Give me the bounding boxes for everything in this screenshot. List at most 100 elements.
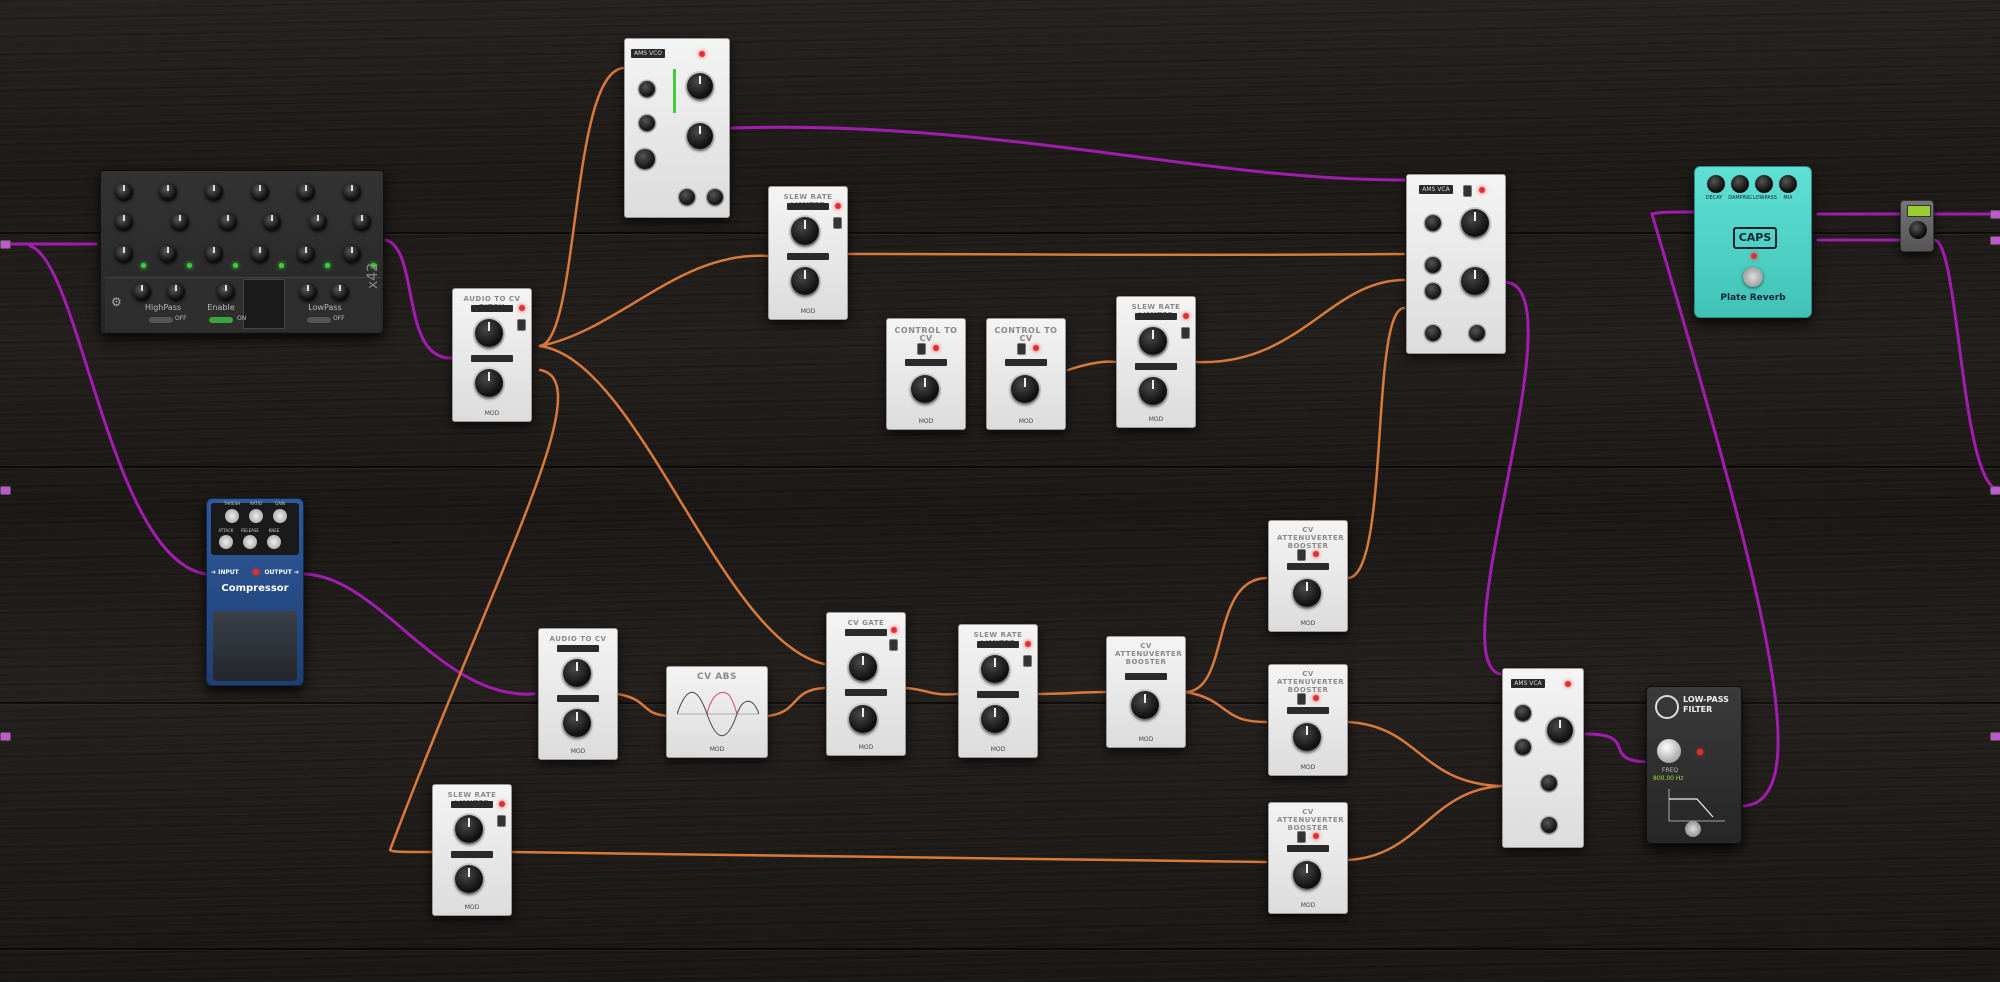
footswitch[interactable] (1743, 267, 1763, 287)
audio-to-cv-pedal[interactable]: AUDIO TO CV MOD (538, 628, 618, 760)
knob[interactable] (167, 283, 185, 301)
knob[interactable] (563, 709, 591, 737)
toggle-switch[interactable] (917, 343, 926, 355)
knob[interactable] (115, 213, 133, 231)
knob[interactable] (331, 283, 349, 301)
cv-attenuverter-booster-pedal[interactable]: CV ATTENUVERTER BOOSTER MOD (1268, 664, 1348, 776)
release-knob[interactable] (243, 535, 257, 549)
knob[interactable] (1541, 775, 1557, 791)
knob[interactable] (791, 267, 819, 295)
ams-vca-pedal[interactable]: AMS VCA (1502, 668, 1584, 848)
knob[interactable] (1425, 257, 1441, 273)
decay-knob[interactable] (1707, 175, 1725, 193)
knob[interactable] (251, 245, 269, 263)
toggle-switch[interactable] (833, 217, 842, 229)
control-to-cv-pedal[interactable]: CONTROL TO CV MOD (986, 318, 1066, 430)
knob[interactable] (115, 245, 133, 263)
cv-attenuverter-booster-pedal[interactable]: CV ATTENUVERTER BOOSTER MOD (1268, 520, 1348, 632)
knob[interactable] (217, 283, 235, 301)
highpass-switch[interactable] (149, 317, 173, 323)
footswitch[interactable] (1685, 821, 1701, 837)
settings-icon[interactable]: ⚙ (111, 295, 122, 309)
cv-attenuverter-booster-pedal[interactable]: CV ATTENUVERTER BOOSTER MOD (1106, 636, 1186, 748)
knob[interactable] (115, 183, 133, 201)
knob[interactable] (1293, 861, 1321, 889)
knob[interactable] (219, 213, 237, 231)
low-pass-filter-pedal[interactable]: LOW-PASS FILTER FREQ 800.00 Hz (1646, 686, 1742, 844)
main-knob[interactable] (687, 123, 713, 149)
knob[interactable] (297, 183, 315, 201)
knee-knob[interactable] (267, 535, 281, 549)
control-to-cv-pedal[interactable]: CONTROL TO CV MOD (886, 318, 966, 430)
board-input-jack[interactable] (0, 240, 11, 249)
knob[interactable] (981, 705, 1009, 733)
board-input-jack[interactable] (0, 732, 11, 741)
knob[interactable] (1139, 327, 1167, 355)
knob[interactable] (1541, 817, 1557, 833)
main-knob[interactable] (687, 73, 713, 99)
threshold-knob[interactable] (225, 509, 239, 523)
knob[interactable] (1139, 377, 1167, 405)
knob[interactable] (159, 183, 177, 201)
attack-knob[interactable] (219, 535, 233, 549)
enable-switch[interactable] (209, 317, 233, 323)
knob[interactable] (263, 213, 281, 231)
knob[interactable] (309, 213, 327, 231)
knob[interactable] (343, 245, 361, 263)
knob[interactable] (205, 183, 223, 201)
knob[interactable] (171, 213, 189, 231)
knob[interactable] (1469, 325, 1485, 341)
knob[interactable] (679, 189, 695, 205)
knob[interactable] (1011, 375, 1039, 403)
knob[interactable] (343, 183, 361, 201)
knob[interactable] (1515, 739, 1531, 755)
knob[interactable] (299, 283, 317, 301)
knob[interactable] (1515, 705, 1531, 721)
cv-abs-pedal[interactable]: CV ABS MOD (666, 666, 768, 758)
board-output-jack[interactable] (1990, 236, 2000, 245)
toggle-switch[interactable] (497, 815, 506, 827)
knob[interactable] (849, 705, 877, 733)
main-knob[interactable] (1547, 717, 1573, 743)
cv-gate-pedal[interactable]: CV GATE MOD (826, 612, 906, 756)
board-input-jack[interactable] (0, 486, 11, 495)
main-knob[interactable] (1461, 267, 1489, 295)
audio-to-cv-pitch-pedal[interactable]: AUDIO TO CV PITCH MOD (452, 288, 532, 422)
knob[interactable] (1131, 691, 1159, 719)
knob[interactable] (635, 149, 655, 169)
knob[interactable] (297, 245, 315, 263)
toggle-switch[interactable] (889, 639, 898, 651)
knob[interactable] (1425, 215, 1441, 231)
toggle-switch[interactable] (1023, 655, 1032, 667)
knob[interactable] (849, 653, 877, 681)
toggle-switch[interactable] (1181, 327, 1190, 339)
knob[interactable] (1293, 579, 1321, 607)
knob[interactable] (159, 245, 177, 263)
knob[interactable] (1909, 221, 1927, 239)
slew-rate-limiter-pedal[interactable]: SLEW RATE LIMITER MOD (432, 784, 512, 916)
slew-rate-limiter-pedal[interactable]: SLEW RATE LIMITER MOD (1116, 296, 1196, 428)
plate-reverb-pedal[interactable]: DECAY DAMPING LOWPASS MIX CAPS Plate Rev… (1694, 166, 1812, 318)
toggle-switch[interactable] (1463, 185, 1472, 197)
board-output-jack[interactable] (1990, 486, 2000, 495)
knob[interactable] (1293, 723, 1321, 751)
toggle-switch[interactable] (1297, 549, 1306, 561)
knob[interactable] (475, 369, 503, 397)
ams-vca-pedal[interactable]: AMS VCA (1406, 174, 1506, 354)
knob[interactable] (1425, 325, 1441, 341)
frequency-knob[interactable] (1657, 739, 1681, 763)
knob[interactable] (205, 245, 223, 263)
knob[interactable] (791, 217, 819, 245)
knob[interactable] (639, 81, 655, 97)
knob[interactable] (707, 189, 723, 205)
knob[interactable] (911, 375, 939, 403)
compressor-pedal[interactable]: THRESH RATIO GAIN ATTACK RELEASE KNEE ➔ … (206, 498, 304, 686)
knob[interactable] (353, 213, 371, 231)
slew-rate-limiter-pedal[interactable]: SLEW RATE LIMITER MOD (958, 624, 1038, 758)
toggle-switch[interactable] (517, 319, 526, 331)
knob[interactable] (475, 319, 503, 347)
knob[interactable] (455, 815, 483, 843)
knob[interactable] (639, 115, 655, 131)
mixer-eq-pedal[interactable]: ⚙ HighPass Enable LowPass OFF ON OFF x42 (100, 170, 384, 334)
footswitch-pad[interactable] (213, 611, 297, 681)
